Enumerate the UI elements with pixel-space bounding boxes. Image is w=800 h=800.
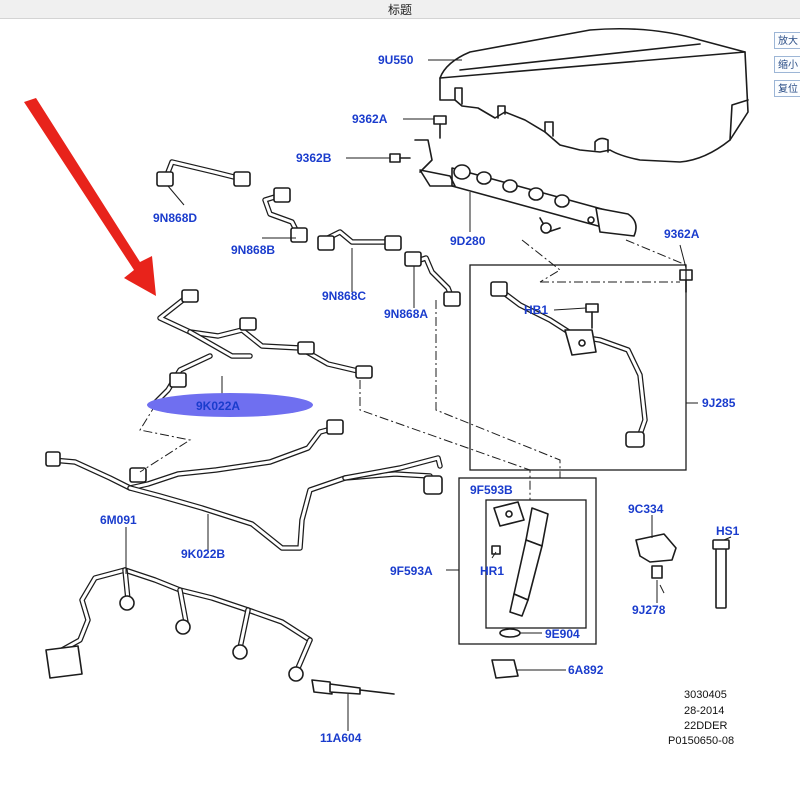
pipe-9n868a [404, 251, 461, 307]
frame-9f593a [458, 477, 597, 645]
label-hs1: HS1 [716, 524, 740, 538]
label-9c334: 9C334 [628, 502, 664, 516]
bolt-9362a-top [433, 115, 447, 139]
stud-hs1 [712, 539, 730, 609]
screw-9j278 [651, 565, 663, 579]
bolt-hb1 [585, 303, 599, 329]
label-9n868b: 9N868B [231, 243, 275, 257]
window-title: 标题 [387, 3, 412, 17]
zoom-out-button[interactable]: 缩小 [774, 56, 800, 73]
label-9e904: 9E904 [545, 627, 580, 641]
drawing-info-line-4: P0150650-08 [668, 735, 734, 747]
washer-9e904 [499, 628, 521, 638]
label-hr1: HR1 [480, 564, 504, 578]
return-pipe-9j285 [490, 281, 648, 448]
zoom-in-button[interactable]: 放大 [774, 32, 800, 49]
connection-lines [139, 239, 687, 596]
pipe-9n868c [317, 229, 402, 251]
label-9362a-top: 9362A [352, 112, 388, 126]
label-6a892: 6A892 [568, 663, 604, 677]
label-9f593a: 9F593A [390, 564, 433, 578]
window-titlebar: 标题 [0, 0, 800, 19]
drawing-info-line-1: 3030405 [684, 689, 727, 701]
drawing-info-line-3: 22DDER [684, 720, 727, 732]
drawing-info: 3030405 28-2014 22DDER P0150650-08 [668, 689, 734, 747]
clamp-9c334 [635, 533, 677, 563]
leader-lines [125, 59, 732, 731]
label-9d280: 9D280 [450, 234, 486, 248]
harness-9k022b [45, 419, 443, 551]
harness-9k022a [153, 289, 373, 405]
nut-6a892 [491, 659, 519, 679]
injector-9f593 [491, 501, 549, 617]
pipe-9n868b [262, 187, 308, 243]
frame-9j285 [469, 264, 687, 471]
label-9k022b: 9K022B [181, 547, 225, 561]
label-6m091: 6M091 [100, 513, 137, 527]
highlight-ellipse [147, 393, 313, 417]
label-9f593b: 9F593B [470, 483, 513, 497]
pipe-9n868d [156, 159, 251, 187]
harness-6m091 [45, 567, 313, 682]
drawing-info-line-2: 28-2014 [684, 705, 724, 717]
glow-plug-11a604 [311, 679, 395, 695]
label-9u550: 9U550 [378, 53, 414, 67]
label-9362b: 9362B [296, 151, 332, 165]
label-9362a-right: 9362A [664, 227, 700, 241]
label-9j285: 9J285 [702, 396, 736, 410]
bolt-9362b [389, 153, 411, 163]
label-9n868a: 9N868A [384, 307, 428, 321]
fuel-rail [414, 139, 637, 237]
label-11a604: 11A604 [320, 731, 362, 745]
label-9n868c: 9N868C [322, 289, 366, 303]
part-labels: 9U550 9362A 9362B 9N868D 9N868B 9N868C 9… [100, 53, 740, 745]
label-hb1: HB1 [524, 303, 548, 317]
pointer-arrow [24, 98, 156, 296]
frame-9f593b [485, 499, 587, 629]
engine-cover [439, 27, 749, 163]
reset-view-button[interactable]: 复位 [774, 80, 800, 97]
label-9k022a: 9K022A [196, 399, 240, 413]
label-9j278: 9J278 [632, 603, 666, 617]
label-9n868d: 9N868D [153, 211, 197, 225]
